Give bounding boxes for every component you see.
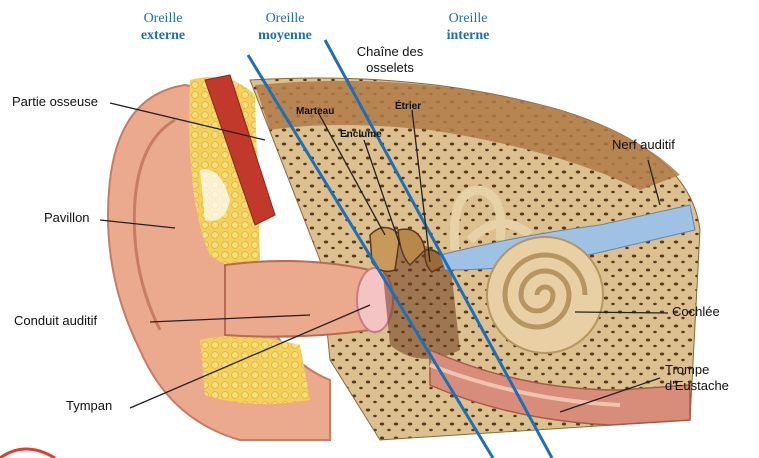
red-corner-mark bbox=[0, 449, 55, 458]
label-eustachian-tube: Trompe d'Eustache bbox=[665, 362, 745, 394]
label-stirrup: Étrier bbox=[395, 101, 421, 112]
label-bony-part: Partie osseuse bbox=[12, 94, 98, 109]
region-external-line2: externe bbox=[123, 27, 203, 44]
ear-canal-shape bbox=[225, 261, 370, 337]
cartilage-tissue-lower bbox=[200, 336, 310, 404]
label-auditory-nerve: Nerf auditif bbox=[612, 137, 675, 152]
region-inner-line1: Oreille bbox=[449, 11, 488, 26]
label-ossicles-chain: Chaîne des osselets bbox=[345, 44, 435, 76]
label-hammer: Marteau bbox=[296, 106, 334, 117]
cochlea-shape bbox=[487, 237, 603, 353]
label-pinna: Pavillon bbox=[44, 210, 90, 225]
label-anvil: Enclume bbox=[340, 129, 382, 140]
label-cochlea: Cochlée bbox=[672, 304, 720, 319]
region-inner-heading: Oreille interne bbox=[428, 10, 508, 44]
region-middle-line2: moyenne bbox=[245, 27, 325, 44]
region-middle-heading: Oreille moyenne bbox=[245, 10, 325, 44]
region-external-heading: Oreille externe bbox=[123, 10, 203, 44]
region-middle-line1: Oreille bbox=[266, 11, 305, 26]
region-inner-line2: interne bbox=[428, 27, 508, 44]
label-eardrum: Tympan bbox=[66, 398, 112, 413]
label-ear-canal: Conduit auditif bbox=[14, 313, 97, 328]
region-external-line1: Oreille bbox=[144, 11, 183, 26]
